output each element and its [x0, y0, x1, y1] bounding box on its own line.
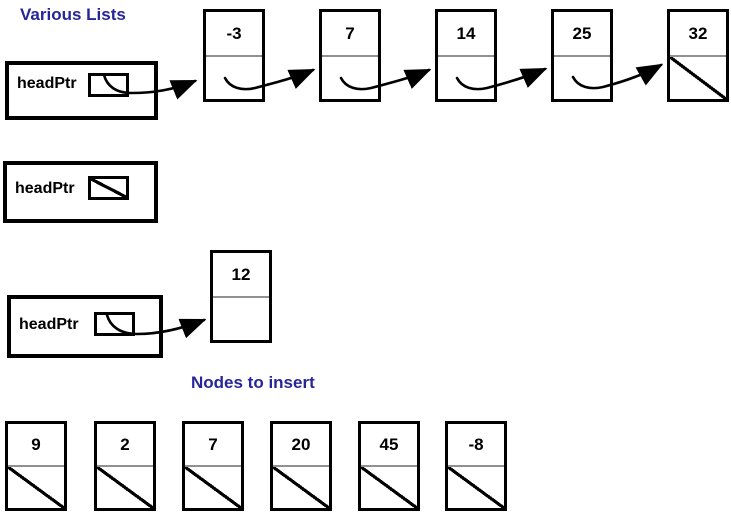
node-pointer-field — [554, 57, 610, 99]
pointer-cell — [94, 312, 135, 336]
node-value: 32 — [670, 12, 726, 57]
node-value: 25 — [554, 12, 610, 57]
node-value: 7 — [185, 424, 241, 467]
null-slash — [185, 467, 241, 508]
insert-node-3: 7 — [182, 421, 244, 511]
null-slash — [670, 57, 726, 99]
node-value: 7 — [322, 12, 378, 57]
headptr-label: headPtr — [19, 316, 79, 333]
list1-node-2: 7 — [319, 9, 381, 102]
null-slash — [8, 467, 64, 508]
insert-node-4: 20 — [270, 421, 332, 511]
insert-node-5: 45 — [358, 421, 420, 511]
pointer-cell — [88, 73, 129, 97]
headptr-label: headPtr — [17, 75, 77, 92]
node-value: 14 — [438, 12, 494, 57]
null-slash — [97, 467, 153, 508]
node-pointer-field — [206, 57, 262, 99]
node-value: 9 — [8, 424, 64, 467]
headptr-box-list2: headPtr — [3, 161, 158, 223]
list1-node-5: 32 — [667, 9, 729, 102]
node-pointer-field — [213, 298, 269, 340]
list1-node-1: -3 — [203, 9, 265, 102]
page-title: Various Lists — [20, 5, 126, 24]
null-slash — [273, 467, 329, 508]
node-value: 2 — [97, 424, 153, 467]
null-slash — [448, 467, 504, 508]
insert-node-2: 2 — [94, 421, 156, 511]
list3-node-1: 12 — [210, 250, 272, 343]
headptr-label: headPtr — [15, 180, 75, 197]
headptr-box-list3: headPtr — [7, 295, 163, 358]
insert-node-6: -8 — [445, 421, 507, 511]
node-pointer-field — [322, 57, 378, 99]
list1-node-3: 14 — [435, 9, 497, 102]
null-slash — [361, 467, 417, 508]
list1-node-4: 25 — [551, 9, 613, 102]
insert-section-title: Nodes to insert — [191, 373, 315, 392]
headptr-box-list1: headPtr — [5, 61, 158, 120]
null-slash — [88, 176, 129, 200]
node-pointer-field — [438, 57, 494, 99]
node-value: -8 — [448, 424, 504, 467]
node-value: 45 — [361, 424, 417, 467]
node-value: -3 — [206, 12, 262, 57]
insert-node-1: 9 — [5, 421, 67, 511]
node-value: 12 — [213, 253, 269, 298]
node-value: 20 — [273, 424, 329, 467]
